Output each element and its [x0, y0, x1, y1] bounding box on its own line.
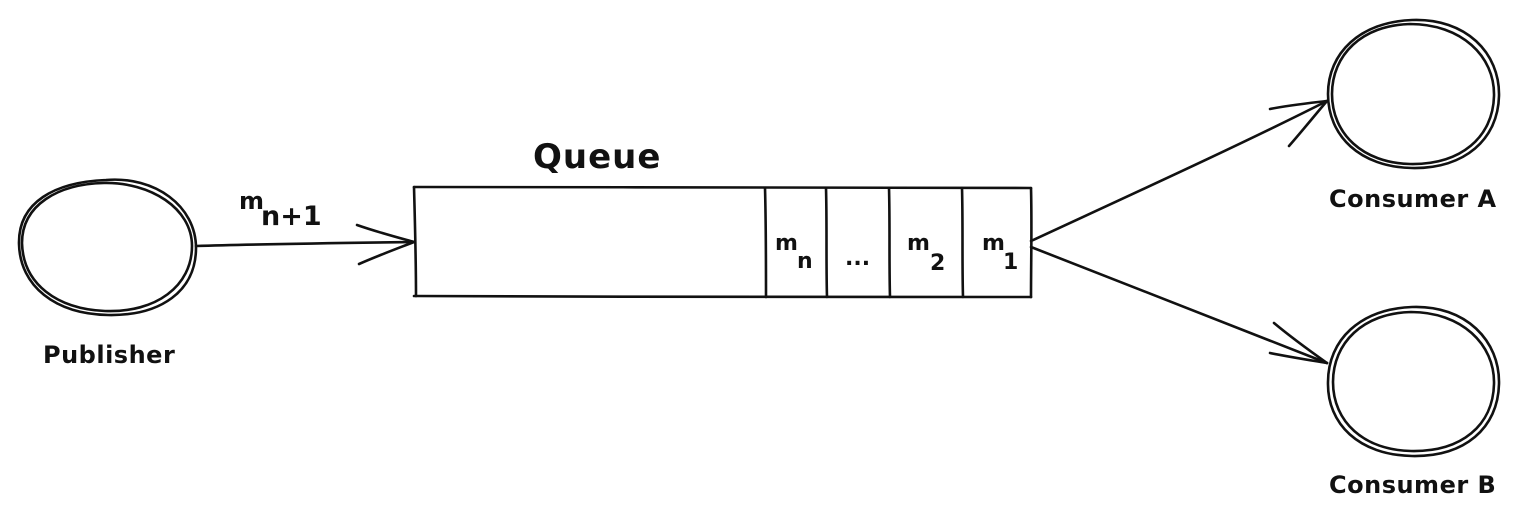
- queue-to-consumer-b-arrow: [1029, 245, 1329, 365]
- queue-cell-ellipsis: ...: [845, 246, 870, 271]
- queue-cell-m2: m 2: [907, 231, 945, 276]
- queue-cell-m1-subscript: 1: [1003, 250, 1018, 275]
- incoming-message-base: m: [239, 187, 264, 215]
- consumer-b-node: [1326, 305, 1501, 458]
- consumer-a-node: [1326, 18, 1501, 170]
- queue-cell-m1-base: m: [982, 231, 1005, 256]
- publisher-label: Publisher: [43, 341, 175, 369]
- queue-title: Queue: [533, 137, 661, 177]
- consumer-a-label: Consumer A: [1329, 185, 1497, 213]
- queue-cell-m2-subscript: 2: [930, 251, 945, 276]
- consumer-b-label: Consumer B: [1329, 471, 1496, 499]
- queue-container: [412, 185, 1033, 299]
- queue-to-consumer-a-arrow: [1029, 99, 1329, 243]
- publisher-to-queue-arrow: [194, 223, 416, 266]
- queue-cell-m1: m 1: [982, 231, 1018, 275]
- incoming-message-subscript: n+1: [261, 201, 322, 232]
- incoming-message-label: m n+1: [239, 187, 322, 232]
- queue-cell-mn-base: m: [775, 231, 798, 256]
- queue-cell-m2-base: m: [907, 231, 930, 256]
- queue-cell-mn-subscript: n: [797, 249, 813, 274]
- publisher-node: [17, 178, 198, 317]
- queue-cell-mn: m n: [775, 231, 813, 274]
